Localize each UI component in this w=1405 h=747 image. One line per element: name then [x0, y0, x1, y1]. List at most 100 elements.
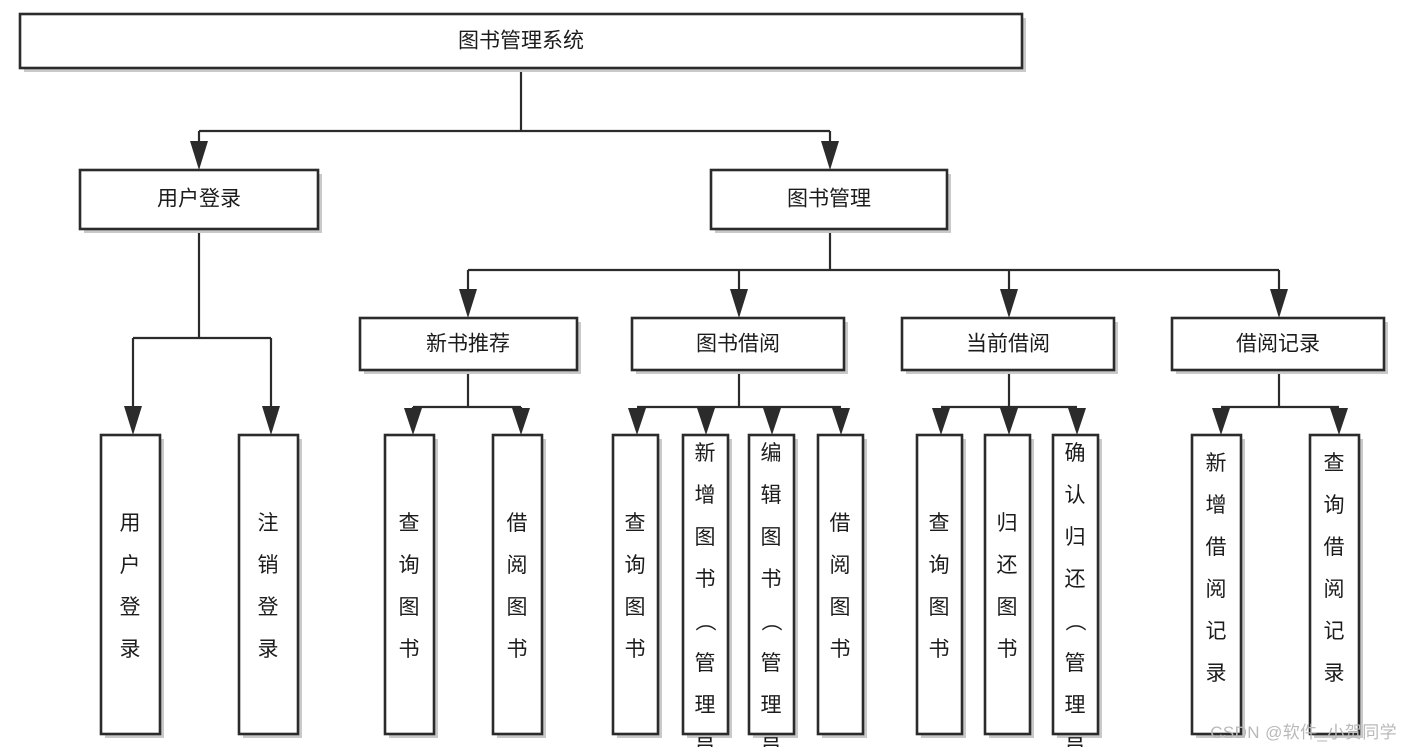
node-newbook[interactable]: 新书推荐 [358, 316, 581, 374]
arrow-head-bookmgmt [821, 141, 839, 170]
arrow-head-borrow-book-1 [512, 408, 530, 435]
svg-text:（: （ [759, 611, 782, 632]
node-leaf-confirm-return-box [1051, 433, 1100, 736]
svg-text:辑: 辑 [761, 484, 782, 507]
node-bookmgmt[interactable]: 图书管理 [709, 168, 951, 233]
svg-text:录: 录 [1206, 662, 1227, 685]
svg-text:图: 图 [695, 526, 716, 549]
node-leaf-confirm-return[interactable] [1051, 433, 1102, 738]
node-leaf-query-book-1-box [383, 433, 436, 736]
svg-text:借: 借 [830, 512, 851, 535]
svg-text:新: 新 [695, 442, 716, 465]
svg-text:书: 书 [399, 638, 420, 661]
svg-text:增: 增 [1206, 494, 1227, 517]
svg-text:图: 图 [929, 596, 950, 619]
node-leaf-return-book[interactable] [983, 433, 1034, 738]
node-leaf-borrow-book-1-box [491, 433, 544, 736]
node-leaf-query-record[interactable] [1308, 433, 1363, 738]
arrow-head-add-book [697, 408, 715, 435]
node-leaf-borrow-book-1[interactable] [491, 433, 546, 738]
node-leaf-borrow-book-2-box [816, 433, 865, 736]
svg-text:询: 询 [399, 554, 420, 577]
svg-text:查: 查 [1324, 452, 1345, 475]
svg-text:员: 员 [1065, 736, 1086, 747]
svg-text:图: 图 [830, 596, 851, 619]
node-records-box [1170, 316, 1386, 372]
node-login[interactable]: 用户登录 [78, 168, 322, 233]
node-leaf-add-record[interactable] [1190, 433, 1245, 738]
svg-text:管: 管 [761, 652, 782, 675]
node-leaf-user-login[interactable] [99, 433, 164, 738]
arrow-head-confirm-return [1068, 408, 1086, 435]
svg-text:销: 销 [258, 554, 279, 577]
svg-text:图: 图 [507, 596, 528, 619]
node-leaf-return-book-box [983, 433, 1032, 736]
svg-text:管: 管 [1065, 652, 1086, 675]
svg-text:图: 图 [625, 596, 646, 619]
svg-text:书: 书 [695, 568, 716, 591]
svg-text:增: 增 [695, 484, 716, 507]
node-leaf-query-book-1[interactable] [383, 433, 438, 738]
svg-text:员: 员 [695, 736, 716, 747]
node-records[interactable]: 借阅记录 [1170, 316, 1388, 374]
svg-text:记: 记 [1206, 620, 1227, 643]
node-leaf-user-logout-box [237, 433, 300, 736]
svg-text:书: 书 [997, 638, 1018, 661]
svg-text:询: 询 [929, 554, 950, 577]
node-leaf-add-record-box [1190, 433, 1243, 736]
node-root[interactable]: 图书管理系统 [18, 12, 1026, 72]
svg-text:登: 登 [120, 596, 141, 619]
node-leaf-add-book-box [681, 433, 730, 736]
svg-text:记: 记 [1324, 620, 1345, 643]
svg-text:阅: 阅 [507, 554, 528, 577]
svg-text:图: 图 [761, 526, 782, 549]
svg-text:查: 查 [929, 512, 950, 535]
svg-text:理: 理 [695, 694, 716, 717]
svg-text:查: 查 [399, 512, 420, 535]
arrow-head-user-logout [262, 406, 280, 435]
arrow-head-query-book-1 [404, 408, 422, 435]
node-borrow-box [630, 316, 846, 372]
node-leaf-borrow-book-2[interactable] [816, 433, 867, 738]
node-bookmgmt-box [709, 168, 949, 231]
node-leaf-add-book[interactable] [681, 433, 732, 738]
connector-layer [124, 70, 1348, 435]
svg-text:录: 录 [258, 638, 279, 661]
svg-text:录: 录 [1324, 662, 1345, 685]
node-leaf-query-book-2-box [611, 433, 660, 736]
svg-text:询: 询 [625, 554, 646, 577]
svg-text:图: 图 [399, 596, 420, 619]
arrow-head-newbook [459, 289, 477, 318]
svg-text:确: 确 [1065, 442, 1086, 465]
node-login-box [78, 168, 320, 231]
node-borrow[interactable]: 图书借阅 [630, 316, 848, 374]
svg-text:阅: 阅 [830, 554, 851, 577]
svg-text:借: 借 [507, 512, 528, 535]
node-leaf-user-logout[interactable] [237, 433, 302, 738]
node-leaf-query-book-2[interactable] [611, 433, 662, 738]
node-leaf-edit-book[interactable] [747, 433, 798, 738]
node-borrow-label: 图书借阅 [696, 333, 780, 356]
node-login-label: 用户登录 [157, 188, 241, 211]
arrow-head-add-record [1212, 408, 1230, 435]
node-current[interactable]: 当前借阅 [900, 316, 1118, 374]
svg-text:询: 询 [1324, 494, 1345, 517]
node-leaf-query-book-3[interactable] [915, 433, 966, 738]
node-leaf-user-login-box [99, 433, 162, 736]
svg-text:书: 书 [830, 638, 851, 661]
arrow-head-records [1270, 289, 1288, 318]
svg-text:登: 登 [258, 596, 279, 619]
node-leaf-edit-book-box [747, 433, 796, 736]
arrow-head-edit-book [763, 408, 781, 435]
svg-text:注: 注 [258, 512, 279, 535]
svg-text:新: 新 [1206, 452, 1227, 475]
